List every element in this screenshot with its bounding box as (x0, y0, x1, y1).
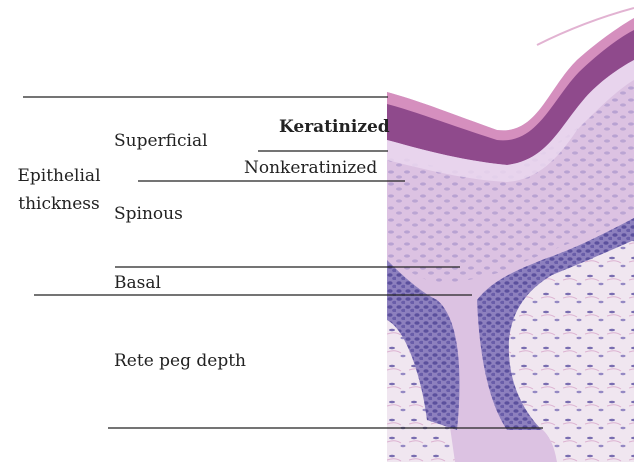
histology-micrograph (387, 0, 634, 462)
epithelial-thickness-label-line2: thickness (12, 190, 106, 218)
superficial-label: Superficial (114, 131, 208, 151)
epithelial-thickness-label-line1: Epithelial (12, 162, 106, 190)
keratinized-label: Keratinized (279, 117, 390, 137)
epithelial-thickness-label: Epithelial thickness (12, 162, 106, 218)
rete-peg-depth-label: Rete peg depth (114, 351, 246, 371)
nonkeratinized-label: Nonkeratinized (244, 158, 377, 178)
spinous-label: Spinous (114, 204, 183, 224)
basal-label: Basal (114, 273, 161, 293)
